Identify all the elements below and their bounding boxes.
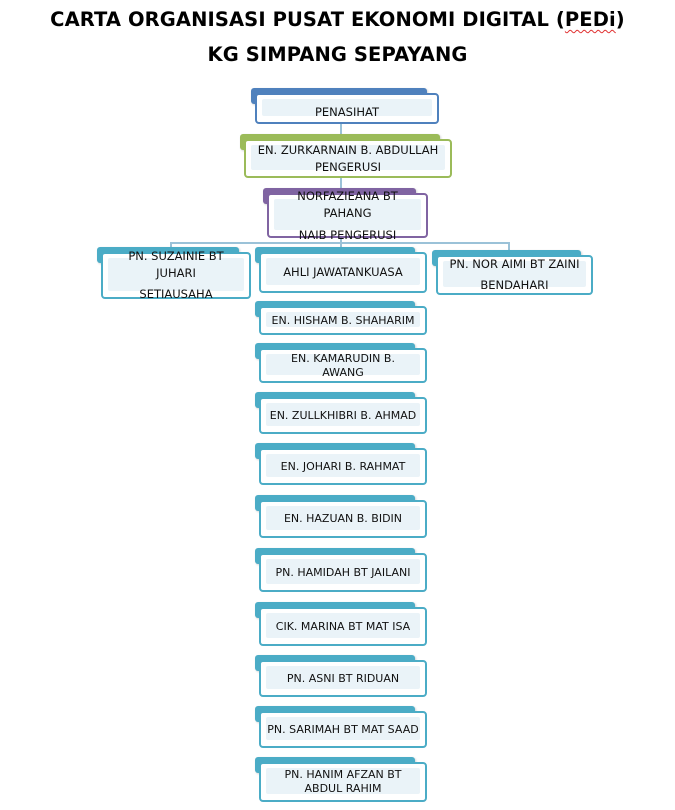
chart-title-acronym: PEDi [564, 8, 616, 31]
member-node: EN. KAMARUDIN B. AWANG [255, 343, 427, 383]
secretary-label: PN. SUZAINIE BT JUHARI SETIAUSAHA [103, 248, 249, 303]
member-node: PN. HAMIDAH BT JAILANI [255, 548, 427, 592]
member-line1: EN. KAMARUDIN B. [291, 351, 395, 365]
member-line2: ABDUL RAHIM [304, 782, 382, 795]
member-label: EN. HISHAM B. SHAHARIM [266, 314, 421, 328]
connector-branch-center [340, 242, 342, 250]
member-node-fill [266, 312, 420, 327]
member-label: PN. ASNI BT RIDUAN [281, 672, 405, 686]
chairman-label: EN. ZURKARNAIN B. ABDULLAH PENGERUSI [252, 142, 445, 176]
chairman-name: EN. ZURKARNAIN B. ABDULLAH [257, 142, 439, 157]
member-node-fill [266, 666, 420, 689]
vice-chairman-node-box: NORFAZIEANA BT PAHANG NAIB PENGERUSI [267, 189, 428, 242]
secretary-role: SETIAUSAHA [139, 287, 213, 301]
member-node-fill [266, 559, 420, 584]
member-node-fill [266, 717, 420, 740]
advisor-node-fill [262, 99, 432, 116]
advisor-label: PENASIHAT [309, 104, 385, 121]
connector-vice-branch [340, 237, 342, 244]
member-node-fill [266, 454, 420, 477]
member-node-box: CIK. MARINA BT MAT ISA [259, 607, 427, 646]
connector-chairman-vice [340, 176, 342, 190]
vice-chairman-label: NORFAZIEANA BT PAHANG NAIB PENGERUSI [269, 188, 426, 244]
secretary-node-box: PN. SUZAINIE BT JUHARI SETIAUSAHA [101, 249, 251, 301]
advisor-label-line2: PENASIHAT [314, 105, 379, 119]
member-node: CIK. MARINA BT MAT ISA [255, 602, 427, 646]
member-line1: PN. HAMIDAH BT JAILANI [275, 565, 411, 579]
vice-chairman-node: NORFAZIEANA BT PAHANG NAIB PENGERUSI [263, 188, 428, 242]
committee-node-box: AHLI JAWATANKUASA [259, 252, 427, 293]
member-node-fill [266, 354, 420, 375]
member-node-fill [266, 768, 420, 794]
treasurer-label: PN. NOR AIMI BT ZAINI BENDAHARI [443, 256, 585, 294]
member-node-box: EN. JOHARI B. RAHMAT [259, 448, 427, 485]
vice-chairman-role: NAIB PENGERUSI [298, 227, 397, 242]
secretary-node: PN. SUZAINIE BT JUHARI SETIAUSAHA [97, 247, 251, 301]
connector-branch-left [170, 242, 172, 250]
member-label: PN. HAMIDAH BT JAILANI [270, 566, 417, 580]
member-node: PN. ASNI BT RIDUAN [255, 655, 427, 697]
member-node-box: PN. SARIMAH BT MAT SAAD [259, 711, 427, 748]
member-line1: PN. HANIM AFZAN BT [284, 768, 402, 781]
treasurer-name: PN. NOR AIMI BT ZAINI [449, 257, 580, 271]
member-node-box: EN. KAMARUDIN B. AWANG [259, 348, 427, 383]
member-label: EN. HAZUAN B. BIDIN [278, 512, 408, 526]
member-line1: PN. SARIMAH BT MAT SAAD [267, 722, 419, 736]
treasurer-node-fill [443, 261, 586, 287]
treasurer-node-box: PN. NOR AIMI BT ZAINI BENDAHARI [436, 255, 593, 295]
member-node-box: EN. HISHAM B. SHAHARIM [259, 306, 427, 335]
member-label: PN. SARIMAH BT MAT SAAD [261, 723, 424, 737]
member-line2: AWANG [322, 365, 364, 379]
member-label: EN. ZULLKHIBRI B. AHMAD [264, 409, 423, 423]
chairman-node-fill [251, 145, 445, 170]
chairman-node-box: EN. ZURKARNAIN B. ABDULLAH PENGERUSI [244, 139, 452, 178]
member-node-box: PN. HAMIDAH BT JAILANI [259, 553, 427, 592]
member-node: EN. JOHARI B. RAHMAT [255, 443, 427, 485]
member-label: EN. KAMARUDIN B. AWANG [285, 352, 401, 380]
member-label: PN. HANIM AFZAN BT ABDUL RAHIM [278, 768, 407, 796]
member-label: CIK. MARINA BT MAT ISA [270, 620, 416, 634]
member-line1: PN. ASNI BT RIDUAN [286, 671, 400, 685]
connector-branch-right [508, 242, 510, 254]
member-line1: EN. ZULLKHIBRI B. AHMAD [269, 408, 417, 422]
chart-title-suffix: ) [615, 8, 625, 31]
member-node: PN. SARIMAH BT MAT SAAD [255, 706, 427, 748]
vice-chairman-node-fill [274, 199, 421, 230]
committee-node: AHLI JAWATANKUASA [255, 247, 427, 293]
member-line1: EN. JOHARI B. RAHMAT [280, 459, 406, 473]
member-node-fill [266, 403, 420, 426]
advisor-node: PENASIHAT [251, 88, 439, 124]
chart-subtitle: KG SIMPANG SEPAYANG [207, 43, 468, 66]
member-node-box: EN. HAZUAN B. BIDIN [259, 500, 427, 538]
member-line1: EN. HISHAM B. SHAHARIM [271, 313, 415, 327]
treasurer-node: PN. NOR AIMI BT ZAINI BENDAHARI [432, 250, 593, 295]
chairman-role: PENGERUSI [314, 159, 382, 174]
chart-title-prefix: CARTA ORGANISASI PUSAT EKONOMI DIGITAL ( [50, 8, 565, 31]
member-node-fill [266, 506, 420, 530]
member-label: EN. JOHARI B. RAHMAT [275, 460, 412, 474]
member-line1: EN. HAZUAN B. BIDIN [283, 512, 403, 525]
chairman-node: EN. ZURKARNAIN B. ABDULLAH PENGERUSI [240, 134, 452, 178]
treasurer-role: BENDAHARI [480, 278, 549, 292]
committee-label: AHLI JAWATANKUASA [283, 265, 403, 279]
connector-advisor-chairman [340, 122, 342, 138]
member-node-fill [266, 613, 420, 638]
member-node: EN. HAZUAN B. BIDIN [255, 495, 427, 538]
chart-title: CARTA ORGANISASI PUSAT EKONOMI DIGITAL (… [0, 8, 675, 31]
member-node-box: PN. ASNI BT RIDUAN [259, 660, 427, 697]
secretary-name: PN. SUZAINIE BT JUHARI [128, 249, 224, 280]
committee-node-fill [266, 258, 420, 285]
member-line1: CIK. MARINA BT MAT ISA [275, 619, 411, 633]
member-node: EN. ZULLKHIBRI B. AHMAD [255, 392, 427, 434]
member-node: PN. HANIM AFZAN BT ABDUL RAHIM [255, 757, 427, 802]
member-node-box: EN. ZULLKHIBRI B. AHMAD [259, 397, 427, 434]
advisor-node-box: PENASIHAT [255, 93, 439, 124]
member-node: EN. HISHAM B. SHAHARIM [255, 301, 427, 335]
vice-chairman-name: NORFAZIEANA BT PAHANG [297, 188, 398, 220]
member-node-box: PN. HANIM AFZAN BT ABDUL RAHIM [259, 762, 427, 802]
secretary-node-fill [108, 258, 244, 291]
